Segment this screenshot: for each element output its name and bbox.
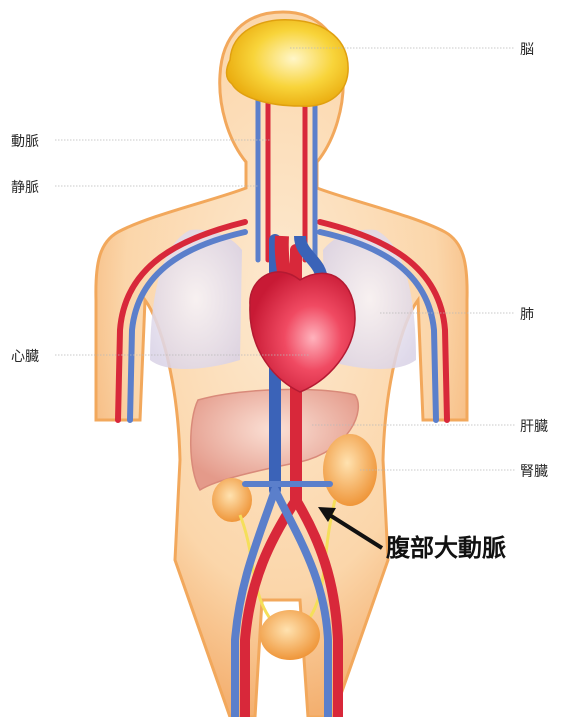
label-vein: 静脈	[11, 180, 39, 196]
label-liver: 肝臓	[520, 419, 548, 435]
bladder	[260, 610, 320, 660]
brain	[227, 20, 349, 106]
label-heart: 心臓	[11, 349, 39, 365]
label-abdominal-aorta: 腹部大動脈	[386, 534, 506, 562]
label-brain: 脳	[520, 42, 534, 58]
label-kidney: 腎臓	[520, 464, 548, 480]
label-lung: 肺	[520, 307, 534, 323]
label-artery: 動脈	[11, 134, 39, 150]
